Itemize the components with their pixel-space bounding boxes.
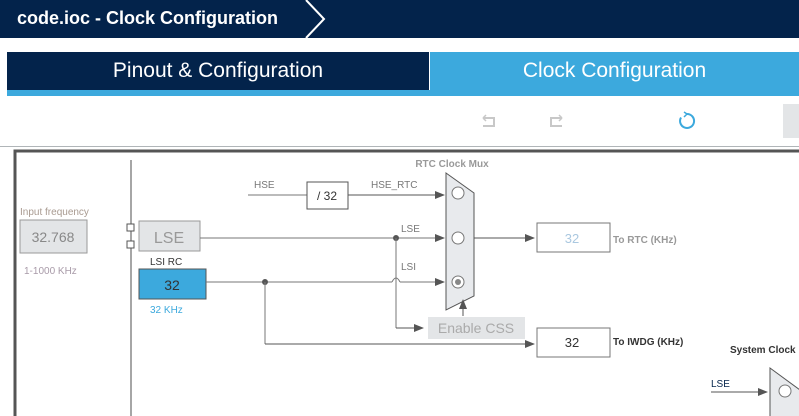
lse-block-label: LSE [154, 230, 184, 247]
input-frequency-value: 32.768 [32, 229, 75, 245]
lse-line-label: LSE [401, 224, 420, 235]
toolbar [0, 96, 799, 147]
enable-css-button[interactable] [428, 317, 525, 339]
input-frequency-range: 1-1000 KHz [24, 266, 77, 277]
iwdg-value: 32 [565, 335, 579, 350]
breadcrumb-chevron-icon [305, 0, 326, 38]
tab-pinout-configuration[interactable]: Pinout & Configuration [7, 52, 429, 90]
enable-css-label: Enable CSS [438, 320, 514, 336]
hse-label: HSE [254, 180, 275, 191]
lse-pin-osc-out[interactable] [126, 240, 135, 249]
rtc-mux-option-lse[interactable] [451, 231, 465, 245]
tab-clock-configuration[interactable]: Clock Configuration [430, 52, 799, 90]
redo-icon[interactable] [547, 112, 565, 130]
rtc-value: 32 [565, 231, 579, 246]
rtc-output-field[interactable] [536, 222, 611, 253]
toolbar-side-button[interactable] [783, 104, 799, 138]
rtc-label: To RTC (KHz) [613, 235, 677, 246]
lse-pin-osc-in[interactable] [126, 223, 135, 232]
input-frequency-label: Input frequency [20, 207, 89, 218]
divider-value: / 32 [317, 189, 337, 203]
system-clock-mux-title: System Clock Mux [730, 345, 799, 356]
file-title: code.ioc - Clock Configuration [17, 8, 279, 28]
lsi-label: LSI RC [150, 257, 182, 268]
lsi-rc-block[interactable] [138, 268, 207, 300]
hse-rtc-label: HSE_RTC [371, 180, 418, 191]
main-tabs: Pinout & Configuration Clock Configurati… [0, 52, 799, 96]
undo-icon[interactable] [480, 112, 498, 130]
diagram-frame [13, 149, 799, 416]
lsi-value: 32 [164, 277, 180, 293]
rtc-mux-title: RTC Clock Mux [415, 159, 489, 170]
input-frequency-field[interactable] [19, 219, 88, 254]
title-bar: code.ioc - Clock Configuration [0, 0, 799, 38]
lse-block[interactable] [138, 220, 201, 252]
sysclk-mux-option-lse[interactable] [778, 384, 792, 398]
lsi-frequency: 32 KHz [150, 305, 183, 316]
sysclk-lse-label: LSE [711, 379, 730, 390]
rtc-mux-option-hse[interactable] [451, 186, 465, 200]
refresh-icon[interactable] [677, 111, 697, 131]
iwdg-output-field[interactable] [536, 327, 611, 358]
active-tab-strip [7, 90, 799, 96]
iwdg-label: To IWDG (KHz) [613, 337, 683, 348]
lsi-line-label: LSI [401, 262, 416, 273]
hse-rtc-divider[interactable] [306, 181, 349, 210]
clock-diagram: Input frequency 32.768 1-1000 KHz LSE LS… [13, 149, 799, 416]
